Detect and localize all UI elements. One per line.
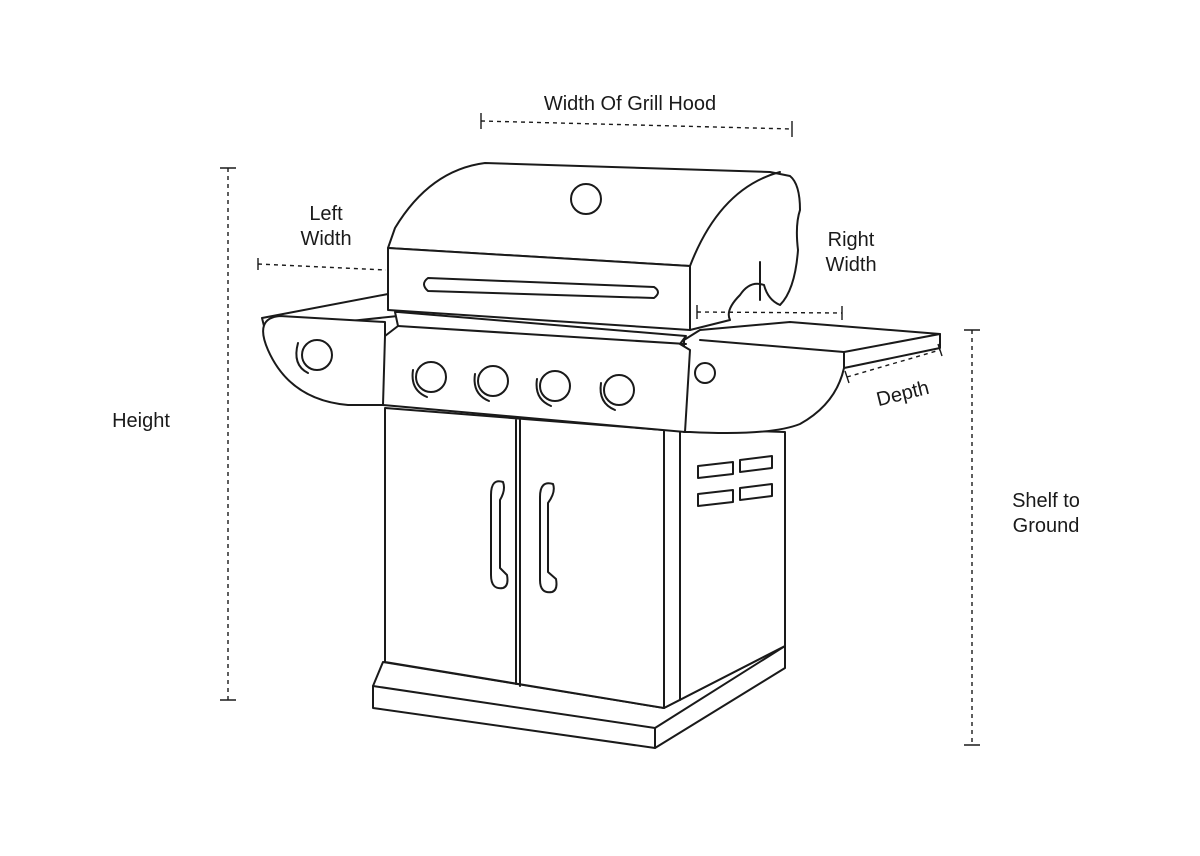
right-side-shelf — [683, 321, 941, 434]
hood-width-ticks — [480, 113, 793, 137]
right-width-ticks — [696, 305, 843, 320]
height-ticks — [220, 167, 236, 701]
knob-3 — [539, 370, 571, 402]
left-width-label-line2: Width — [300, 228, 352, 250]
hood-front — [387, 247, 691, 331]
knob-1 — [415, 361, 447, 393]
burner-knobs — [411, 361, 635, 411]
dimension-lines — [220, 113, 980, 746]
control-panel — [382, 311, 691, 433]
depth-ticks — [844, 343, 943, 384]
depth-line — [846, 349, 941, 378]
shelf-ground-label-line2: Ground — [1012, 515, 1080, 537]
shelf-ground-label-line1: Shelf to — [1012, 490, 1080, 512]
knob-4 — [603, 374, 635, 406]
right-door-handle — [539, 482, 558, 594]
hood-width-label: Width Of Grill Hood — [543, 93, 717, 115]
hood-side-curve — [689, 171, 781, 267]
hood-width-line — [480, 120, 793, 130]
hood-handle — [423, 277, 659, 299]
side-knob-arc — [295, 342, 309, 374]
height-label: Height — [112, 410, 170, 432]
left-side-shelf — [261, 293, 399, 406]
grill-hood — [387, 162, 801, 331]
side-burner-knob — [301, 339, 333, 371]
left-width-line — [257, 263, 387, 271]
shelf-ground-ticks — [964, 329, 980, 746]
ignition-button — [694, 362, 716, 384]
cabinet-front — [384, 407, 665, 709]
knob-2 — [477, 365, 509, 397]
right-width-label-line2: Width — [825, 254, 877, 276]
right-width-line — [696, 311, 843, 314]
left-width-label-line1: Left — [309, 203, 343, 225]
control-panel-top — [397, 325, 687, 345]
hood-shell — [387, 162, 801, 331]
thermometer — [570, 183, 602, 215]
grill-cabinet — [372, 407, 786, 749]
right-shelf — [683, 321, 941, 434]
right-width-label-line1: Right — [827, 229, 875, 251]
side-vents — [697, 455, 773, 507]
left-door-handle — [490, 480, 509, 590]
